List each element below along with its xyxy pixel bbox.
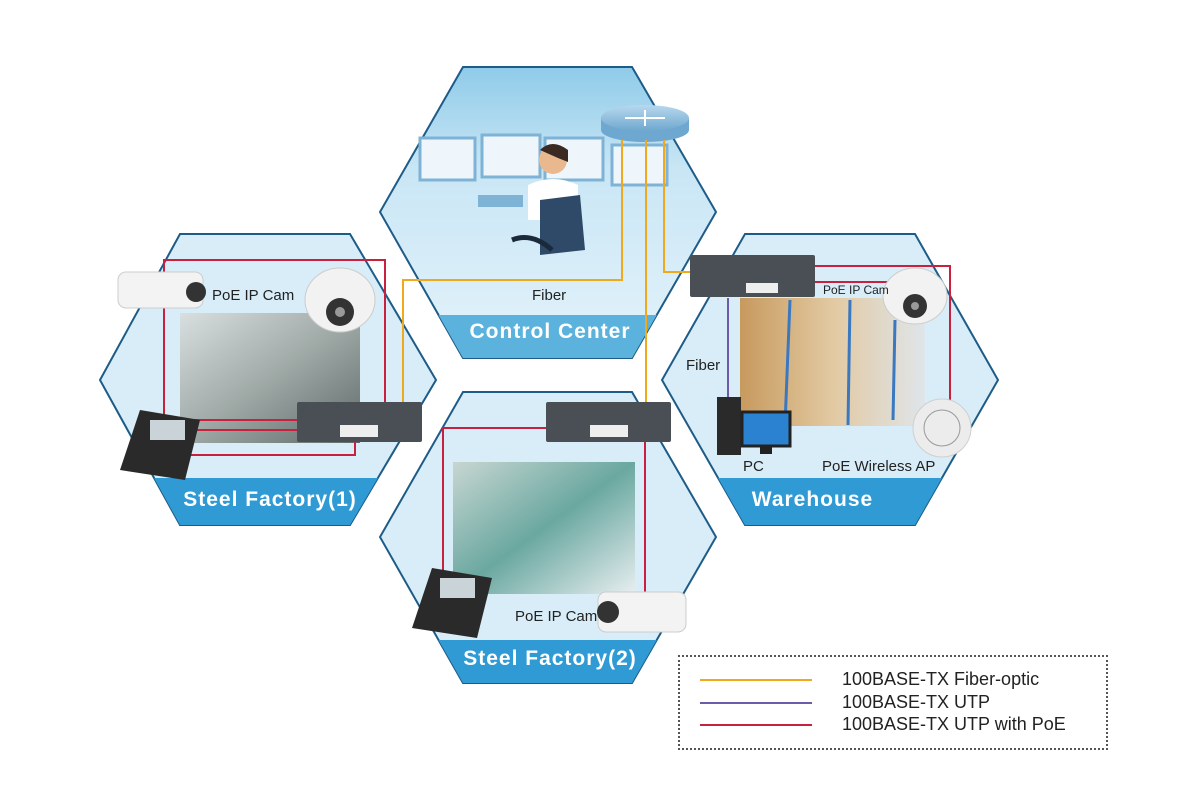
switch-icon [546,402,671,442]
hex-control-center [378,66,718,359]
bullet-camera-icon [597,591,687,633]
cables [163,140,951,600]
fiber-cable-sf1 [402,140,623,405]
poe-cable-wh-ap [800,265,951,400]
wireless-ap-icon [912,398,972,458]
cam-label: PoE IP Cam [823,283,889,297]
fiber-cable-warehouse [663,140,692,273]
ap-label: PoE Wireless AP [822,458,936,475]
site-title-control-center: Control Center [469,320,631,343]
poe-cable-sf2-phone [442,427,550,590]
fiber-label: Fiber [686,357,721,374]
ip-phone-icon [120,410,200,480]
ip-phone-icon [412,568,492,638]
operator-icon [478,144,585,255]
site-title-warehouse: Warehouse [751,488,874,511]
bullet-camera-icon [117,271,206,309]
legend-swatch [700,701,812,704]
switch-icon [297,402,422,442]
dome-camera-icon [304,267,376,333]
legend: 100BASE-TX Fiber-optic 100BASE-TX UTP 10… [678,655,1108,750]
cam-label: PoE IP Cam [212,287,295,304]
legend-item: 100BASE-TX UTP with PoE [700,714,1066,735]
legend-label: 100BASE-TX Fiber-optic [842,669,1040,689]
pc-icon [717,397,792,455]
router-icon [601,105,689,142]
cam-label: PoE IP Cam [515,608,598,625]
poe-cable-sf1-cam [163,259,386,421]
legend-swatch [700,723,812,726]
legend-item: 100BASE-TX Fiber-optic [700,669,1039,690]
fiber-label: Fiber [532,287,567,304]
legend-swatch [700,678,812,681]
legend-label: 100BASE-TX UTP with PoE [842,714,1066,734]
legend-label: 100BASE-TX UTP [842,692,991,712]
dome-camera-icon [882,267,948,325]
switch-icon [690,255,815,297]
site-title-steel-factory-1: Steel Factory(1) [183,488,357,511]
assembly-photo [453,462,635,594]
pc-label: PC [743,458,764,475]
legend-item: 100BASE-TX UTP [700,692,990,713]
site-title-steel-factory-2: Steel Factory(2) [463,647,637,670]
